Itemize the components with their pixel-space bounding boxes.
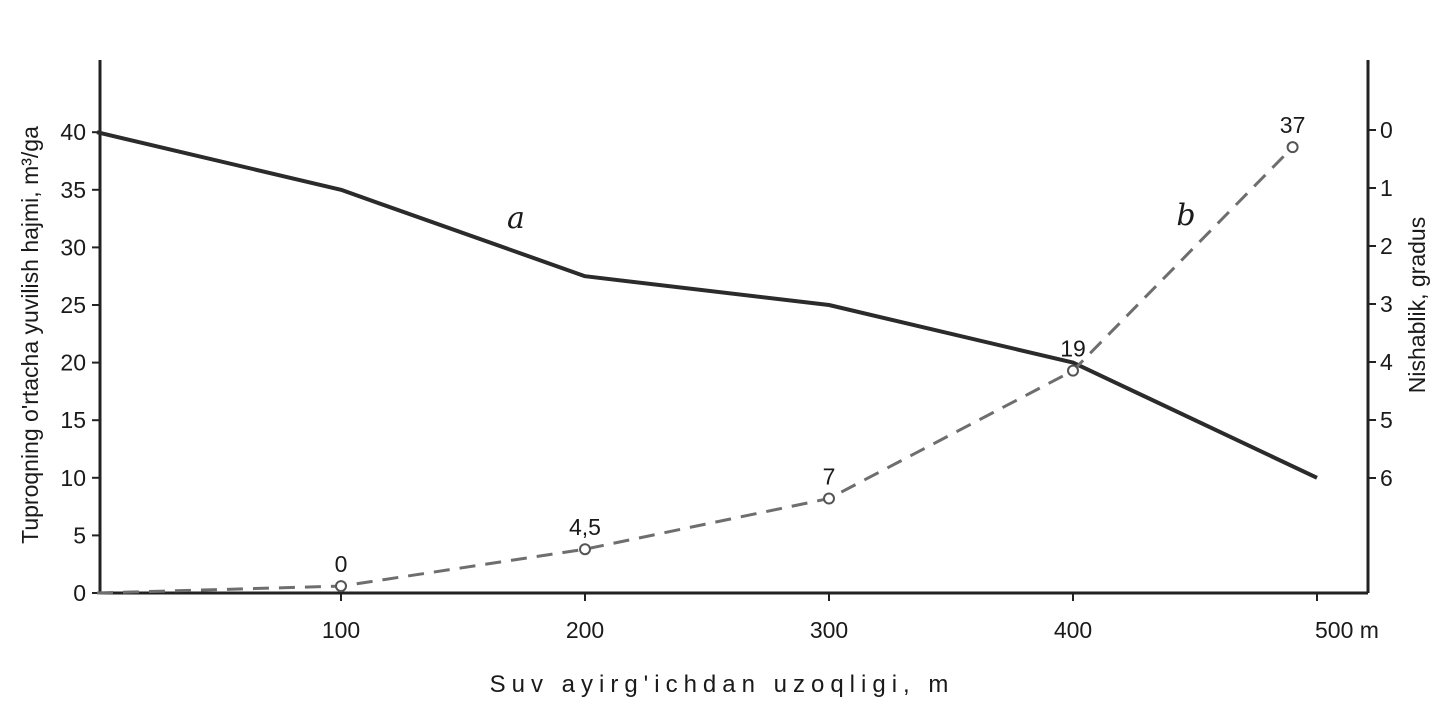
series-point-b (579, 543, 591, 556)
y-right-tick-label: 4 (1380, 349, 1393, 375)
y-left-tick-label: 20 (60, 350, 86, 376)
series-label-b: b (1176, 198, 1195, 233)
x-tick-label: 500 m (1315, 617, 1379, 643)
y-left-tick-label: 15 (60, 407, 86, 433)
series-point-b (335, 580, 347, 593)
y-left-tick-label: 30 (60, 234, 86, 260)
series-point-b (1286, 141, 1299, 154)
y-left-axis-title: Tuproqning o'rtacha yuvilish hajmi, m³/g… (17, 126, 43, 544)
axes (98, 60, 1370, 595)
series (96, 130, 1318, 595)
y-left-tick-label: 25 (60, 292, 86, 318)
series-point-b (1067, 364, 1079, 377)
y-right-tick-label: 6 (1380, 465, 1393, 491)
y-right-tick-label: 0 (1380, 117, 1393, 143)
y-left-tick-label: 5 (73, 522, 86, 548)
y-left-tick-label: 10 (60, 465, 86, 491)
data-label-b: 37 (1280, 112, 1306, 138)
series-point-b (823, 492, 835, 505)
x-tick-label: 100 (322, 617, 360, 643)
y-left-tick-label: 35 (60, 177, 86, 203)
series-line-b (96, 146, 1294, 595)
y-right-tick-label: 5 (1380, 407, 1393, 433)
y-left-tick-label: 40 (60, 119, 86, 145)
data-label-b: 19 (1060, 336, 1086, 362)
x-tick-label: 200 (566, 617, 604, 643)
x-tick-label: 300 (810, 617, 848, 643)
data-label-b: 0 (335, 551, 348, 577)
labels: 0 4,5 7 19 37 a b (335, 112, 1306, 577)
x-axis-title: Suv ayirg'ichdan uzoqligi, m (490, 671, 955, 698)
y-right-tick-label: 3 (1380, 291, 1393, 317)
y-left-tick-label: 0 (73, 580, 86, 606)
x-tick-label: 400 (1054, 617, 1092, 643)
y-right-tick-label: 1 (1380, 175, 1393, 201)
series-label-a: a (507, 201, 525, 236)
data-label-b: 4,5 (569, 514, 601, 540)
y-right-tick-label: 2 (1380, 233, 1393, 259)
data-label-b: 7 (823, 464, 836, 490)
series-line-a (96, 130, 1318, 480)
y-right-axis-title: Nishablik, gradus (1404, 217, 1430, 393)
